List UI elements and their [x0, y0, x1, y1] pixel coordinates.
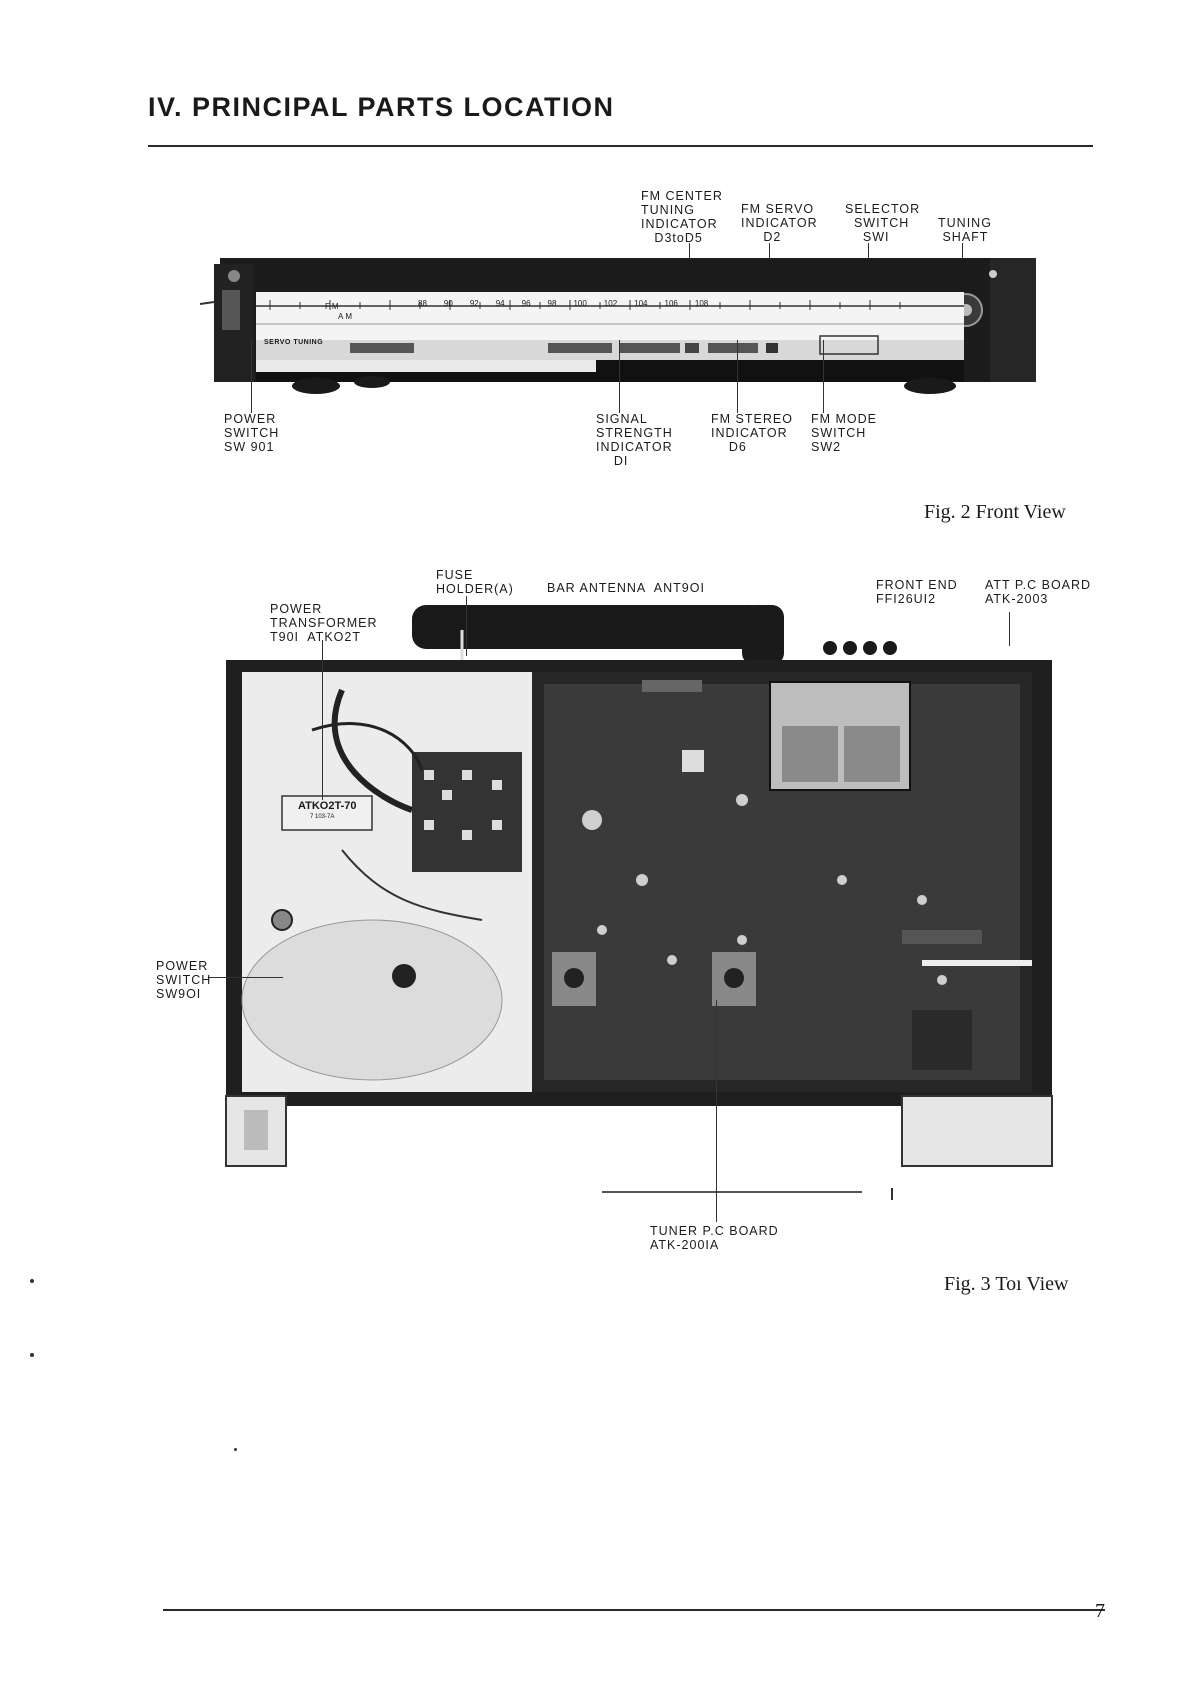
dial-scale: 88 90 92 94 96 98 100 102 104 106 108 — [418, 299, 708, 308]
dial-fm-text: FM — [325, 302, 341, 311]
dial-mark: 106 — [664, 299, 678, 308]
leader-att-board — [1009, 612, 1010, 646]
dial-mark: 92 — [469, 299, 479, 308]
dial-mark: 94 — [495, 299, 505, 308]
label-fm-mode: FM MODE SWITCH SW2 — [811, 412, 878, 454]
label-att-board: ATT P.C BOARD ATK-2003 — [985, 578, 1092, 606]
dial-mark: 98 — [547, 299, 557, 308]
scan-mark — [30, 1279, 34, 1283]
leader-top-power-switch — [208, 977, 283, 978]
transformer-marking: ATKO2T-70 — [298, 800, 357, 812]
label-tuner-board: TUNER P.C BOARD ATK-200IA — [650, 1224, 779, 1252]
leader-fuse-holder — [466, 596, 467, 656]
label-front-end: FRONT END FFI26UI2 — [876, 578, 958, 606]
label-tuning-shaft: TUNING SHAFT — [938, 216, 992, 244]
label-selector-switch: SELECTOR SWITCH SWI — [845, 202, 921, 244]
leader-tuner-board — [716, 1000, 717, 1222]
scan-mark — [234, 1448, 237, 1451]
dial-mark: 108 — [694, 299, 709, 308]
dial-mark: 100 — [573, 299, 587, 308]
page-number: 7 — [1095, 1600, 1105, 1622]
label-fuse-holder: FUSE HOLDER(A) — [436, 568, 514, 596]
leader-power-transformer — [322, 640, 323, 800]
dial-mark: 90 — [443, 299, 453, 308]
dial-mark: 102 — [603, 299, 618, 308]
dial-mark: 96 — [521, 299, 531, 308]
leader-signal-strength — [619, 340, 620, 413]
title-rule — [148, 145, 1093, 147]
dial-mark: 88 — [418, 299, 427, 308]
scan-mark — [30, 1353, 34, 1357]
front-view-photo — [200, 258, 1036, 394]
transformer-submark: 7 103-7A — [310, 814, 335, 820]
label-top-power-switch: POWER SWITCH SW9OI — [156, 959, 212, 1001]
leader-fm-stereo — [737, 340, 738, 413]
fig3-caption: Fig. 3 Toı View — [944, 1273, 1069, 1295]
label-front-power-switch: POWER SWITCH SW 901 — [224, 412, 280, 454]
label-fm-center-tuning: FM CENTER TUNING INDICATOR D3toD5 — [641, 189, 723, 245]
footer-rule — [163, 1609, 1105, 1611]
section-title: IV. PRINCIPAL PARTS LOCATION — [148, 92, 615, 122]
dial-mark: 104 — [634, 299, 648, 308]
fig2-caption: Fig. 2 Front View — [924, 501, 1066, 523]
label-signal-strength: SIGNAL STRENGTH INDICATOR DI — [596, 412, 673, 468]
label-power-transformer: POWER TRANSFORMER T90I ATKO2T — [270, 602, 378, 644]
label-bar-antenna: BAR ANTENNA ANT9OI — [547, 581, 705, 595]
label-fm-stereo: FM STEREO INDICATOR D6 — [711, 412, 793, 454]
dial-servo-text: SERVO TUNING — [264, 339, 324, 346]
top-view-photo — [225, 605, 1053, 1200]
label-fm-servo: FM SERVO INDICATOR D2 — [741, 202, 818, 244]
dial-am-text: AM — [338, 312, 354, 321]
leader-fm-mode — [823, 340, 824, 413]
leader-power-switch — [251, 340, 252, 413]
